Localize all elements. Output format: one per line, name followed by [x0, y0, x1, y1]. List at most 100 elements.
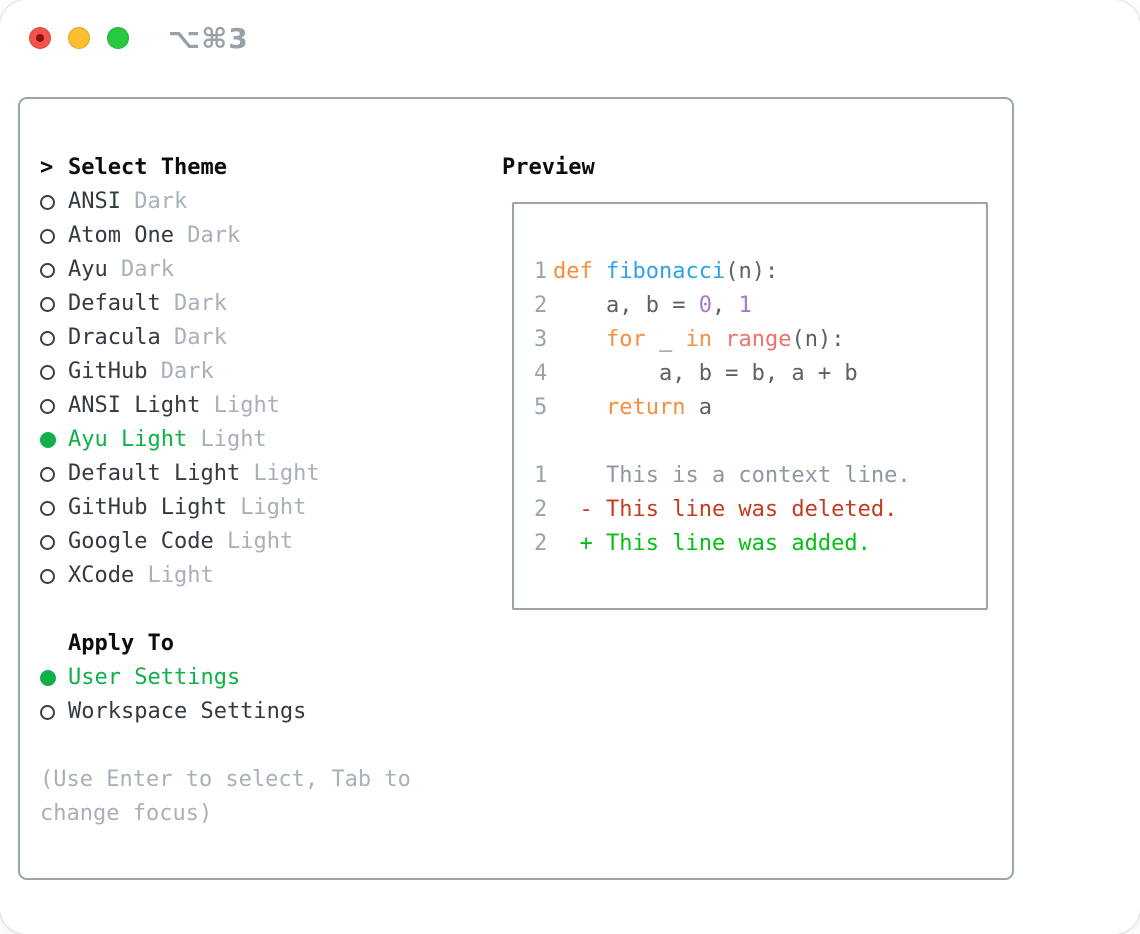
option-variant-tag: Light	[240, 495, 307, 520]
apply-to-header: Apply To	[40, 627, 440, 661]
radio-selected-icon	[40, 661, 68, 695]
line-number: 2	[534, 530, 548, 556]
code-line: 3 for _ in range(n):	[534, 322, 911, 356]
option-name: XCode	[68, 563, 148, 588]
code-segment	[553, 327, 606, 352]
preview-title: Preview	[502, 155, 595, 180]
zoom-button[interactable]	[107, 27, 129, 49]
code-segment	[553, 395, 606, 420]
theme-option[interactable]: GitHub Dark	[40, 355, 440, 389]
option-name: GitHub	[68, 359, 161, 384]
radio-icon	[40, 287, 68, 321]
diff-line: 1 This is a context line.	[534, 458, 911, 492]
line-number: 5	[534, 394, 548, 420]
theme-option[interactable]: Default Dark	[40, 287, 440, 321]
option-variant-tag: Dark	[120, 257, 174, 282]
code-segment	[712, 327, 725, 352]
window-title: ⌥⌘3	[168, 22, 249, 55]
select-theme-header: > Select Theme	[40, 151, 440, 185]
line-number: 2	[534, 292, 548, 318]
theme-option[interactable]: ANSI Dark	[40, 185, 440, 219]
radio-selected-icon	[40, 423, 68, 457]
theme-option[interactable]: Default Light Light	[40, 457, 440, 491]
code-segment: a, b =	[553, 292, 699, 318]
close-button[interactable]	[29, 27, 51, 49]
option-variant-tag: Light	[213, 393, 280, 418]
code-segment: + This line was added.	[553, 530, 871, 556]
code-line: 4 a, b = b, a + b	[534, 356, 911, 390]
radio-icon	[40, 559, 68, 593]
option-variant-tag: Dark	[187, 223, 241, 248]
apply-option[interactable]: Workspace Settings	[40, 695, 440, 729]
code-segment: a	[685, 394, 712, 420]
code-segment: return	[605, 394, 686, 420]
radio-icon	[40, 185, 68, 219]
apply-to-indent	[40, 627, 68, 661]
option-name: ANSI Light	[68, 393, 214, 418]
code-segment: - This line was deleted.	[553, 496, 898, 522]
option-name: Ayu Light	[68, 427, 201, 452]
theme-option[interactable]: Ayu Light Light	[40, 423, 440, 457]
code-segment: 1	[738, 292, 752, 318]
radio-icon	[40, 491, 68, 525]
code-segment: fibonacci	[606, 258, 726, 284]
line-number: 4	[534, 360, 548, 386]
option-name: Atom One	[68, 223, 188, 248]
option-name: Ayu	[68, 257, 121, 282]
code-line: 2 a, b = 0, 1	[534, 288, 911, 322]
blank-line	[534, 424, 911, 458]
code-segment: (n):	[791, 326, 845, 352]
code-segment: 0	[698, 292, 712, 318]
option-name: Default	[68, 291, 174, 316]
option-name: Default Light	[68, 461, 254, 486]
theme-option[interactable]: Dracula Dark	[40, 321, 440, 355]
apply-option[interactable]: User Settings	[40, 661, 440, 695]
line-number: 2	[534, 496, 548, 522]
line-number: 1	[534, 462, 548, 488]
line-number: 3	[534, 326, 548, 352]
radio-icon	[40, 525, 68, 559]
option-variant-tag: Dark	[173, 325, 227, 350]
keyboard-hint: (Use Enter to select, Tab to change focu…	[40, 767, 425, 826]
option-variant-tag: Dark	[134, 189, 188, 214]
code-segment: in	[685, 326, 712, 352]
code-segment: _	[645, 326, 686, 352]
theme-option[interactable]: Ayu Dark	[40, 253, 440, 287]
option-name: ANSI	[68, 189, 135, 214]
option-variant-tag: Light	[226, 529, 294, 554]
theme-option[interactable]: GitHub Light Light	[40, 491, 440, 525]
option-name: GitHub Light	[68, 495, 241, 520]
theme-option[interactable]: XCode Light	[40, 559, 440, 593]
line-number: 1	[534, 258, 548, 284]
code-segment: range	[725, 326, 792, 352]
theme-option[interactable]: ANSI Light Light	[40, 389, 440, 423]
option-name: Dracula	[68, 325, 174, 350]
option-variant-tag: Dark	[173, 291, 227, 316]
code-line: 5 return a	[534, 390, 911, 424]
theme-option[interactable]: Google Code Light	[40, 525, 440, 559]
code-segment: a, b = b, a + b	[553, 360, 858, 386]
code-segment: def	[553, 258, 593, 284]
minimize-button[interactable]	[68, 27, 90, 49]
diff-line: 2 - This line was deleted.	[534, 492, 911, 526]
code-segment: ,	[711, 292, 739, 318]
option-variant-tag: Light	[253, 461, 320, 486]
code-segment: This is a context line.	[553, 462, 911, 488]
radio-icon	[40, 355, 68, 389]
theme-option[interactable]: Atom One Dark	[40, 219, 440, 253]
section-title-apply-to: Apply To	[68, 631, 174, 656]
traffic-lights	[29, 27, 129, 49]
section-title-select-theme: Select Theme	[68, 155, 227, 180]
code-segment	[593, 259, 606, 284]
radio-icon	[40, 321, 68, 355]
radio-icon	[40, 253, 68, 287]
radio-icon	[40, 389, 68, 423]
